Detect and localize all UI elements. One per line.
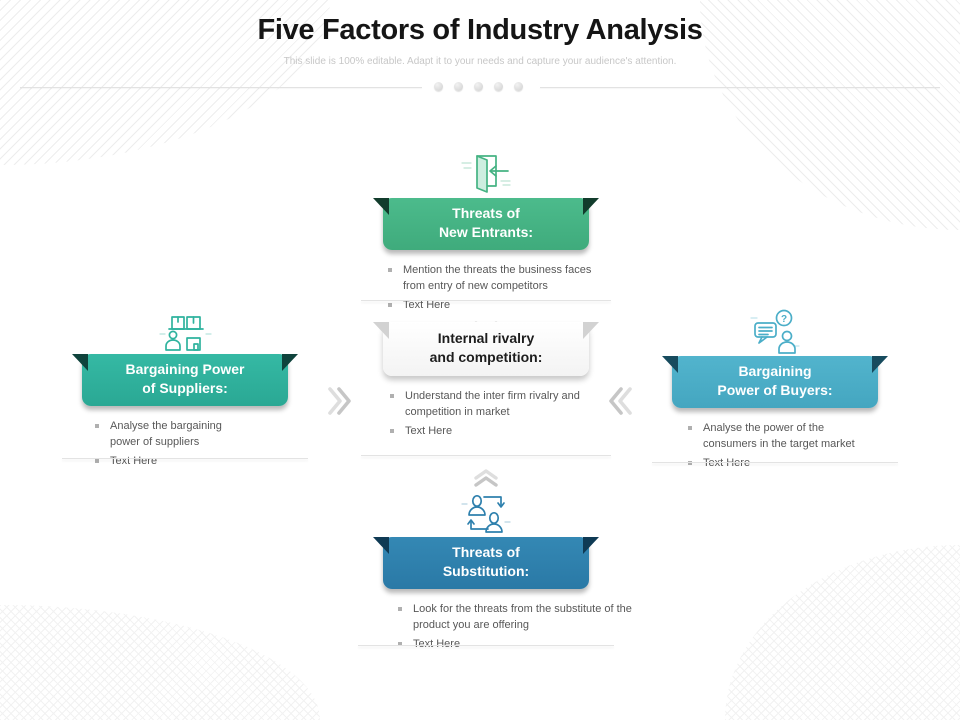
slide-subtitle[interactable]: This slide is 100% editable. Adapt it to… [283,56,677,67]
bullet-item[interactable]: Text Here [398,636,634,653]
supplier-boxes-icon [157,310,213,352]
banner-ear-right [583,322,599,339]
rivalry-banner[interactable]: Internal rivalry and competition: [373,322,599,376]
section-suppliers: Bargaining Power of Suppliers: Analyse t… [62,310,308,467]
suppliers-banner[interactable]: Bargaining Power of Suppliers: [72,354,298,406]
bullet-square-icon [388,267,392,272]
bullet-item[interactable]: Understand the inter firm rivalry and co… [390,388,597,421]
bullet-square-icon [390,428,394,433]
new-entrants-bullets: Mention the threats the business faces f… [388,262,595,316]
banner-title-line1: Internal rivalry [437,330,535,346]
corner-stripes-bottom-right [725,545,960,720]
bullet-item[interactable]: Analyse the bargaining power of supplier… [95,418,247,451]
chevron-left-icon [607,386,633,416]
section-buyers: ? Bargaining Power of Buyers: Analyse th… [652,308,898,469]
banner-title-line1: Bargaining Power [125,361,245,377]
section-divider [358,645,614,646]
suppliers-bullets: Analyse the bargaining power of supplier… [95,418,247,472]
section-divider [361,455,611,456]
section-divider [62,458,308,459]
substitution-bullets: Look for the threats from the substitute… [398,601,634,655]
bullet-square-icon [388,302,392,307]
substitution-banner[interactable]: Threats of Substitution: [373,537,599,589]
bullet-text: Text Here [413,637,461,650]
banner-title-line2: and competition: [429,349,543,366]
bullet-text: Look for the threats from the substitute… [413,602,632,632]
header-dots [434,82,523,91]
rivalry-bullets: Understand the inter firm rivalry and co… [390,388,597,442]
banner-ear-right [872,356,888,373]
header-divider-right [540,87,940,88]
new-entrants-banner[interactable]: Threats of New Entrants: [373,198,599,250]
section-divider [652,462,898,463]
slide-title[interactable]: Five Factors of Industry Analysis [257,14,703,46]
banner-title-line2: Power of Buyers: [717,382,833,399]
bullet-text: Analyse the power of the consumers in th… [703,421,855,451]
corner-stripes-bottom-left [0,605,320,720]
section-new-entrants: Threats of New Entrants: Mention the thr… [361,150,611,311]
section-internal-rivalry: Internal rivalry and competition: Unders… [361,315,611,456]
bullet-item[interactable]: Text Here [390,423,597,440]
bullet-square-icon [398,606,402,611]
banner-ear-right [282,354,298,371]
banner-title-line1: Threats of [452,205,520,221]
bullet-square-icon [398,641,402,646]
swap-people-icon [460,490,512,536]
bullet-text: Text Here [405,424,453,437]
buyer-question-icon: ? [749,308,801,354]
banner-title-line2: New Entrants: [438,224,534,241]
bullet-square-icon [95,423,99,428]
banner-ear-right [583,537,599,554]
bullet-text: Text Here [403,298,451,311]
chevron-up-icon [473,468,499,488]
bullet-item[interactable]: Mention the threats the business faces f… [388,262,595,295]
bullet-text: Understand the inter firm rivalry and co… [405,389,580,419]
chevron-right-icon [327,386,353,416]
banner-title-line1: Threats of [452,544,520,560]
banner-ear-right [583,198,599,215]
buyers-banner[interactable]: Bargaining Power of Buyers: [662,356,888,408]
svg-text:?: ? [781,314,787,325]
bullet-text: Analyse the bargaining power of supplier… [110,419,222,449]
banner-title-line2: Substitution: [442,563,530,580]
buyers-bullets: Analyse the power of the consumers in th… [688,420,880,474]
banner-title-line1: Bargaining [738,363,812,379]
banner-title-line2: of Suppliers: [142,380,228,397]
bullet-item[interactable]: Analyse the power of the consumers in th… [688,420,880,453]
bullet-text: Mention the threats the business faces f… [403,263,592,293]
bullet-item[interactable]: Text Here [388,297,595,314]
bullet-square-icon [95,458,99,463]
section-substitution: Threats of Substitution: Look for the th… [358,468,632,650]
section-divider [361,300,611,301]
bullet-text: Text Here [110,454,158,467]
header-divider-left [20,87,422,88]
bullet-square-icon [390,393,394,398]
bullet-item[interactable]: Text Here [95,453,247,470]
bullet-square-icon [688,425,692,430]
door-entry-icon [460,150,512,194]
bullet-item[interactable]: Look for the threats from the substitute… [398,601,634,634]
